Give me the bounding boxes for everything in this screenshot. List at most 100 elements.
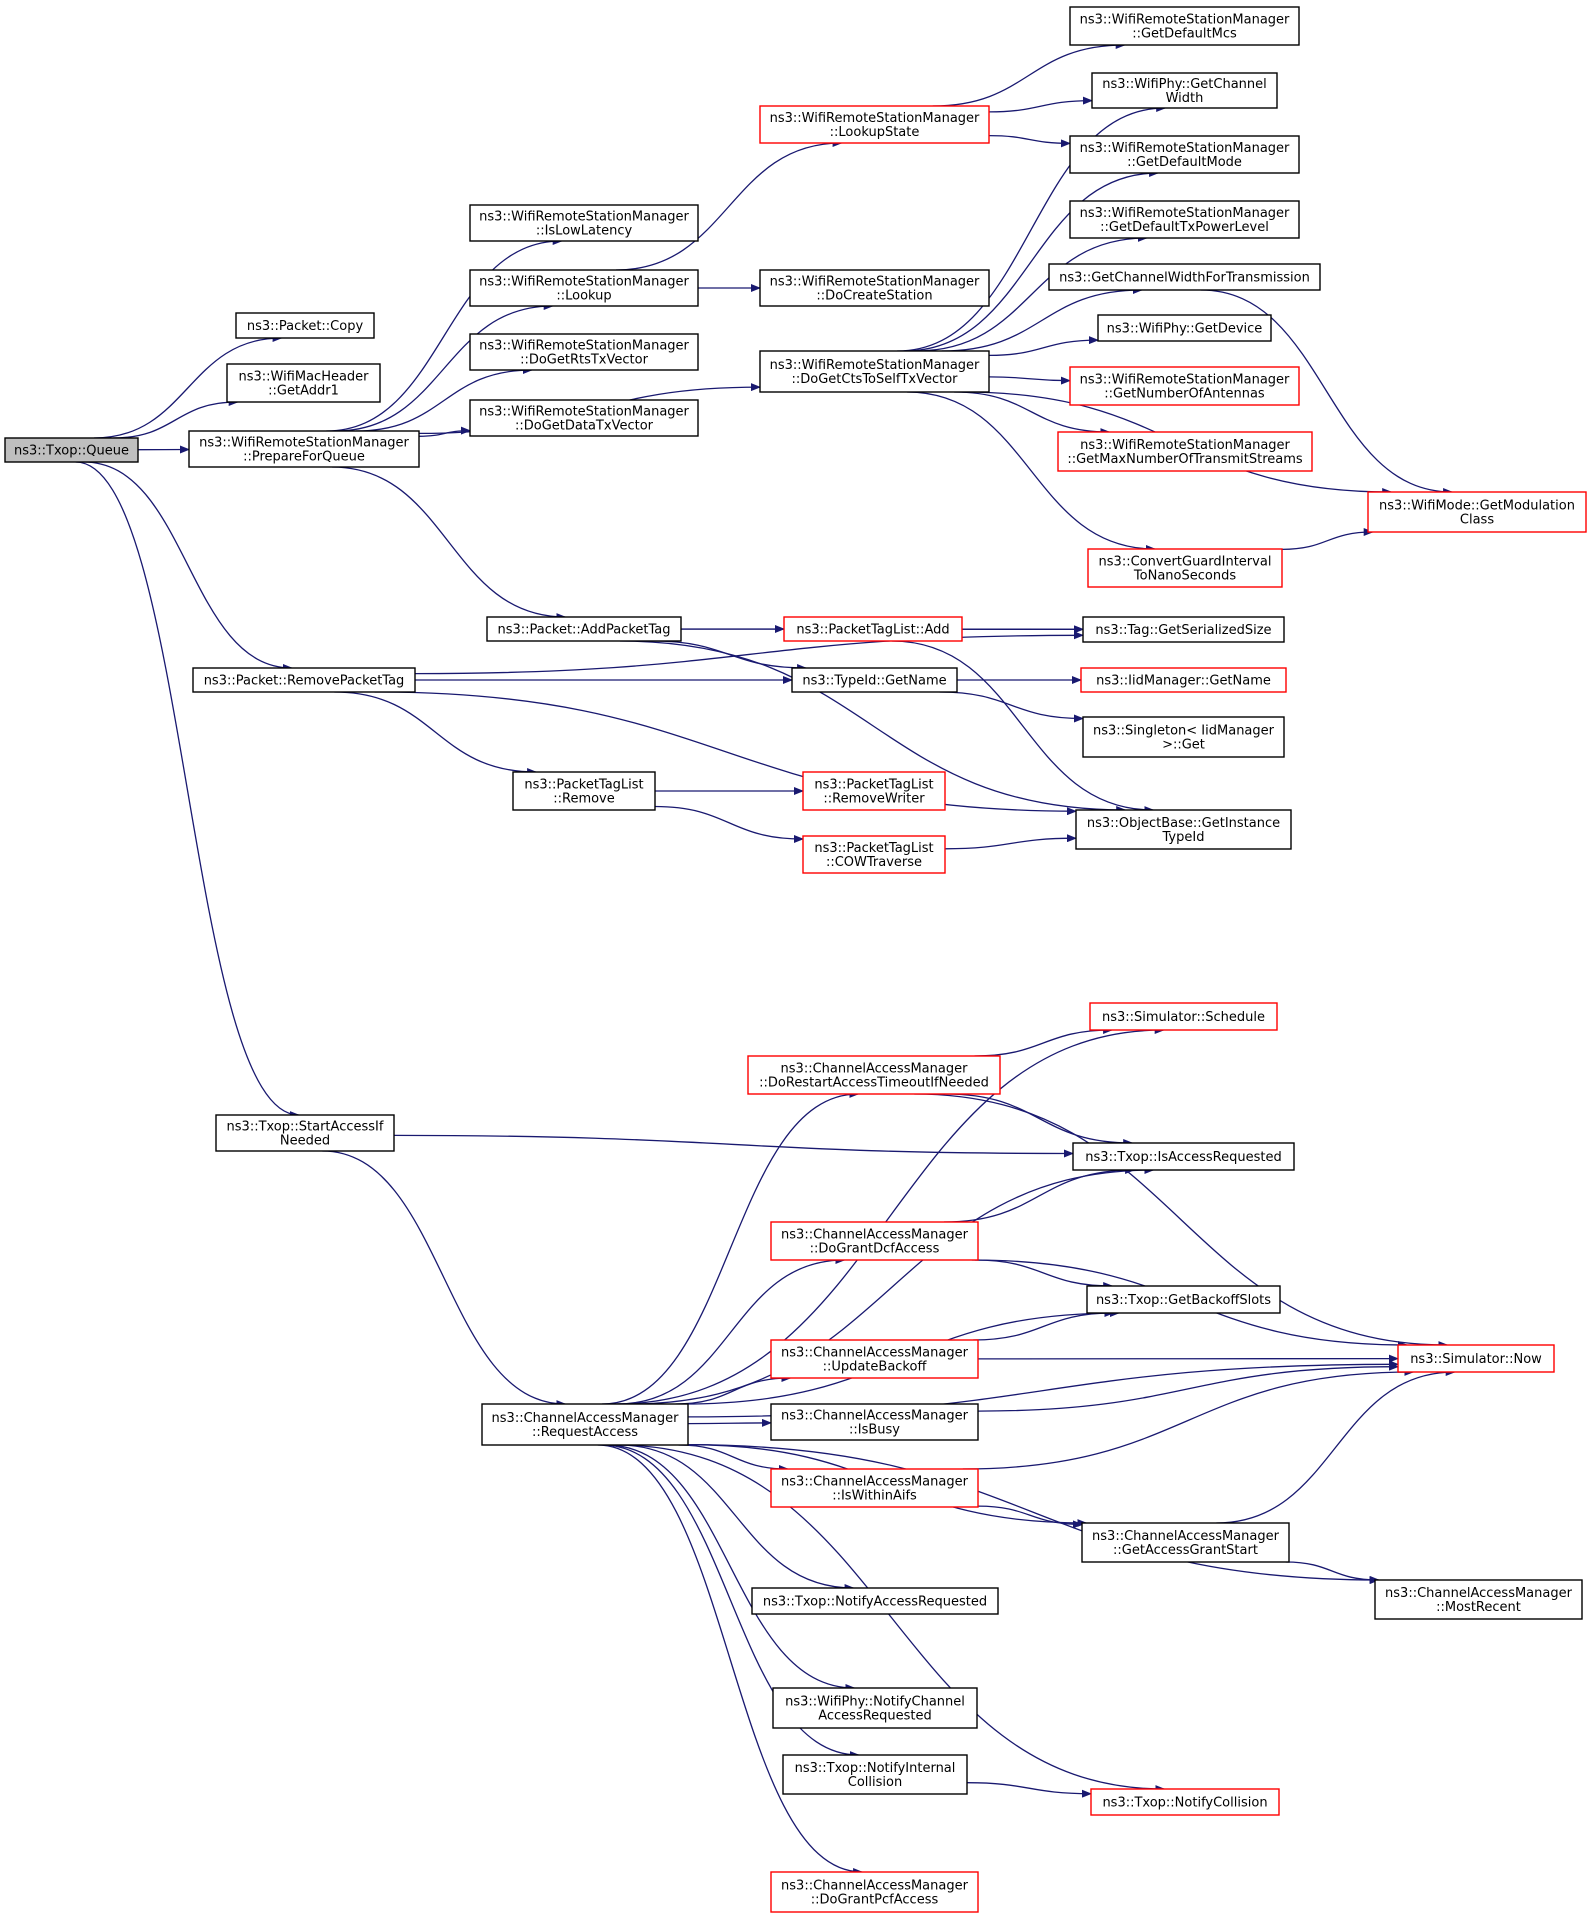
node-islowlat[interactable]: ns3::WifiRemoteStationManager::IsLowLate…: [469, 204, 699, 242]
node-box-iswithinaifs[interactable]: [770, 1468, 979, 1508]
node-box-dograntpcf[interactable]: [770, 1871, 979, 1913]
node-docreate[interactable]: ns3::WifiRemoteStationManager::DoCreateS…: [759, 269, 990, 307]
node-box-convgi[interactable]: [1087, 548, 1283, 588]
node-box-taglistadd[interactable]: [783, 616, 963, 642]
node-taglistremove[interactable]: ns3::PacketTagList::Remove: [512, 771, 656, 811]
node-box-dogetrts[interactable]: [469, 333, 699, 371]
node-box-lookupstate[interactable]: [759, 105, 990, 144]
node-removetag[interactable]: ns3::Packet::RemovePacketTag: [192, 667, 416, 693]
node-box-removewriter[interactable]: [802, 771, 946, 811]
node-box-getmodclass[interactable]: [1367, 491, 1587, 533]
node-schedule[interactable]: ns3::Simulator::Schedule: [1089, 1002, 1278, 1031]
node-getmaxstreams[interactable]: ns3::WifiRemoteStationManager::GetMaxNum…: [1057, 431, 1313, 472]
node-dogetcts[interactable]: ns3::WifiRemoteStationManager::DoGetCtsT…: [759, 350, 990, 393]
node-now[interactable]: ns3::Simulator::Now: [1397, 1344, 1555, 1373]
node-lookupstate[interactable]: ns3::WifiRemoteStationManager::LookupSta…: [759, 105, 990, 144]
node-box-taglistremove[interactable]: [512, 771, 656, 811]
node-dogetrts[interactable]: ns3::WifiRemoteStationManager::DoGetRtsT…: [469, 333, 699, 371]
node-dorestart[interactable]: ns3::ChannelAccessManager::DoRestartAcce…: [747, 1055, 1001, 1095]
node-box-schedule[interactable]: [1089, 1002, 1278, 1031]
node-requestaccess[interactable]: ns3::ChannelAccessManager::RequestAccess: [481, 1403, 689, 1446]
node-box-islowlat[interactable]: [469, 204, 699, 242]
node-getdevice[interactable]: ns3::WifiPhy::GetDevice: [1097, 314, 1272, 342]
node-box-notifyaccessreq[interactable]: [751, 1587, 999, 1615]
node-box-typeidname[interactable]: [791, 667, 958, 693]
node-box-getdeftxpow[interactable]: [1069, 200, 1300, 239]
node-box-dogetcts[interactable]: [759, 350, 990, 393]
node-notifyaccessreq[interactable]: ns3::Txop::NotifyAccessRequested: [751, 1587, 999, 1615]
node-box-updatebackoff[interactable]: [770, 1339, 979, 1379]
node-getdeftxpow[interactable]: ns3::WifiRemoteStationManager::GetDefaul…: [1069, 200, 1300, 239]
node-cowtraverse[interactable]: ns3::PacketTagList::COWTraverse: [802, 835, 946, 874]
node-singleton[interactable]: ns3::Singleton< IidManager>::Get: [1082, 716, 1285, 758]
node-box-prepare[interactable]: [188, 430, 420, 468]
node-box-getnumant[interactable]: [1069, 366, 1300, 406]
node-box-docreate[interactable]: [759, 269, 990, 307]
node-lookup[interactable]: ns3::WifiRemoteStationManager::Lookup: [469, 269, 699, 307]
node-iswithinaifs[interactable]: ns3::ChannelAccessManager::IsWithinAifs: [770, 1468, 979, 1508]
node-getdefmode[interactable]: ns3::WifiRemoteStationManager::GetDefaul…: [1069, 135, 1300, 174]
node-box-addtag[interactable]: [486, 616, 682, 642]
node-box-mostrecent[interactable]: [1374, 1579, 1583, 1620]
node-box-getdefmcs[interactable]: [1069, 6, 1300, 46]
node-box-lookup[interactable]: [469, 269, 699, 307]
node-updatebackoff[interactable]: ns3::ChannelAccessManager::UpdateBackoff: [770, 1339, 979, 1379]
node-box-getdevice[interactable]: [1097, 314, 1272, 342]
node-box-dogrant[interactable]: [770, 1221, 979, 1261]
node-dogetdata[interactable]: ns3::WifiRemoteStationManager::DoGetData…: [469, 399, 699, 437]
node-box-getdefmode[interactable]: [1069, 135, 1300, 174]
node-prepare[interactable]: ns3::WifiRemoteStationManager::PrepareFo…: [188, 430, 420, 468]
node-box-notifycoll[interactable]: [1090, 1788, 1280, 1816]
node-box-getmaxstreams[interactable]: [1057, 431, 1313, 472]
node-box-getaddr1[interactable]: [226, 363, 381, 403]
node-box-getbackoff[interactable]: [1086, 1285, 1281, 1314]
node-box-isbusy[interactable]: [770, 1403, 979, 1441]
node-box-now[interactable]: [1397, 1344, 1555, 1373]
node-getchwidth[interactable]: ns3::WifiPhy::GetChannelWidth: [1091, 72, 1278, 109]
node-box-getaccessgrant[interactable]: [1081, 1522, 1290, 1563]
node-typeidname[interactable]: ns3::TypeId::GetName: [791, 667, 958, 693]
node-removewriter[interactable]: ns3::PacketTagList::RemoveWriter: [802, 771, 946, 811]
node-box-copy[interactable]: [235, 312, 375, 339]
node-box-queue[interactable]: [4, 437, 139, 463]
node-box-iidname[interactable]: [1080, 667, 1287, 693]
node-notifycoll[interactable]: ns3::Txop::NotifyCollision: [1090, 1788, 1280, 1816]
node-getaddr1[interactable]: ns3::WifiMacHeader::GetAddr1: [226, 363, 381, 403]
node-box-cowtraverse[interactable]: [802, 835, 946, 874]
node-box-dogetdata[interactable]: [469, 399, 699, 437]
node-dogrant[interactable]: ns3::ChannelAccessManager::DoGrantDcfAcc…: [770, 1221, 979, 1261]
node-box-notifychacc[interactable]: [772, 1687, 978, 1729]
node-isaccessreq[interactable]: ns3::Txop::IsAccessRequested: [1072, 1142, 1295, 1171]
node-box-getchwidth[interactable]: [1091, 72, 1278, 109]
node-box-removetag[interactable]: [192, 667, 416, 693]
node-box-isaccessreq[interactable]: [1072, 1142, 1295, 1171]
node-iidname[interactable]: ns3::IidManager::GetName: [1080, 667, 1287, 693]
node-tagsersize[interactable]: ns3::Tag::GetSerializedSize: [1082, 616, 1285, 643]
node-copy[interactable]: ns3::Packet::Copy: [235, 312, 375, 339]
node-box-tagsersize[interactable]: [1082, 616, 1285, 643]
node-getaccessgrant[interactable]: ns3::ChannelAccessManager::GetAccessGran…: [1081, 1522, 1290, 1563]
node-addtag[interactable]: ns3::Packet::AddPacketTag: [486, 616, 682, 642]
node-box-notifyinternal[interactable]: [782, 1754, 968, 1795]
node-taglistadd[interactable]: ns3::PacketTagList::Add: [783, 616, 963, 642]
node-getdefmcs[interactable]: ns3::WifiRemoteStationManager::GetDefaul…: [1069, 6, 1300, 46]
node-getchwtx[interactable]: ns3::GetChannelWidthForTransmission: [1048, 263, 1321, 291]
node-getnumant[interactable]: ns3::WifiRemoteStationManager::GetNumber…: [1069, 366, 1300, 406]
node-box-requestaccess[interactable]: [481, 1403, 689, 1446]
node-dograntpcf[interactable]: ns3::ChannelAccessManager::DoGrantPcfAcc…: [770, 1871, 979, 1913]
node-box-singleton[interactable]: [1082, 716, 1285, 758]
node-box-startaccess[interactable]: [215, 1114, 395, 1152]
node-box-getchwtx[interactable]: [1048, 263, 1321, 291]
node-box-getinsttypeid[interactable]: [1075, 809, 1292, 850]
node-queue[interactable]: ns3::Txop::Queue: [4, 437, 139, 463]
node-isbusy[interactable]: ns3::ChannelAccessManager::IsBusy: [770, 1403, 979, 1441]
node-notifychacc[interactable]: ns3::WifiPhy::NotifyChannelAccessRequest…: [772, 1687, 978, 1729]
node-mostrecent[interactable]: ns3::ChannelAccessManager::MostRecent: [1374, 1579, 1583, 1620]
node-getbackoff[interactable]: ns3::Txop::GetBackoffSlots: [1086, 1285, 1281, 1314]
node-box-dorestart[interactable]: [747, 1055, 1001, 1095]
